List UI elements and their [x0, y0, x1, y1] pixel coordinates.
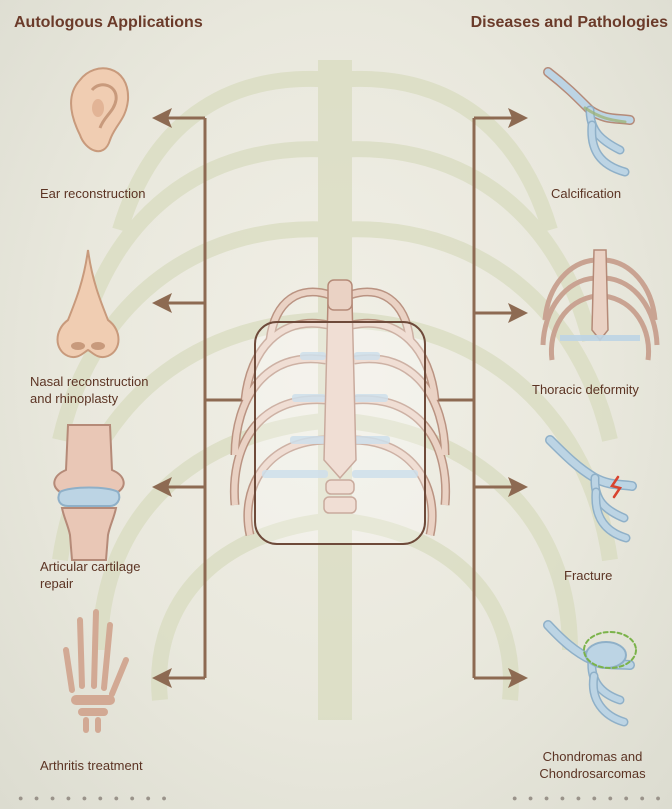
tumor-rib-icon	[548, 625, 636, 722]
page-dots-right: ● ● ● ● ● ● ● ● ● ●	[512, 793, 665, 803]
label-thoracic-deformity: Thoracic deformity	[532, 381, 639, 398]
label-nasal-reconstruction: Nasal reconstruction and rhinoplasty	[30, 373, 165, 407]
page-dots-left: ● ● ● ● ● ● ● ● ● ●	[18, 793, 171, 803]
right-heading: Diseases and Pathologies	[471, 14, 668, 32]
label-arthritis-treatment: Arthritis treatment	[40, 757, 143, 774]
label-chondromas: Chondromas and Chondrosarcomas	[530, 748, 655, 782]
label-ear-reconstruction: Ear reconstruction	[40, 185, 146, 202]
calcified-rib-icon	[548, 72, 630, 172]
ear-icon	[71, 68, 128, 151]
left-heading: Autologous Applications	[14, 14, 203, 32]
label-calcification: Calcification	[551, 185, 621, 202]
highlight-box	[255, 322, 425, 544]
hand-skeleton-icon	[66, 612, 126, 730]
spine	[328, 280, 352, 310]
label-fracture: Fracture	[564, 567, 612, 584]
label-articular-cartilage: Articular cartilage repair	[40, 558, 155, 592]
